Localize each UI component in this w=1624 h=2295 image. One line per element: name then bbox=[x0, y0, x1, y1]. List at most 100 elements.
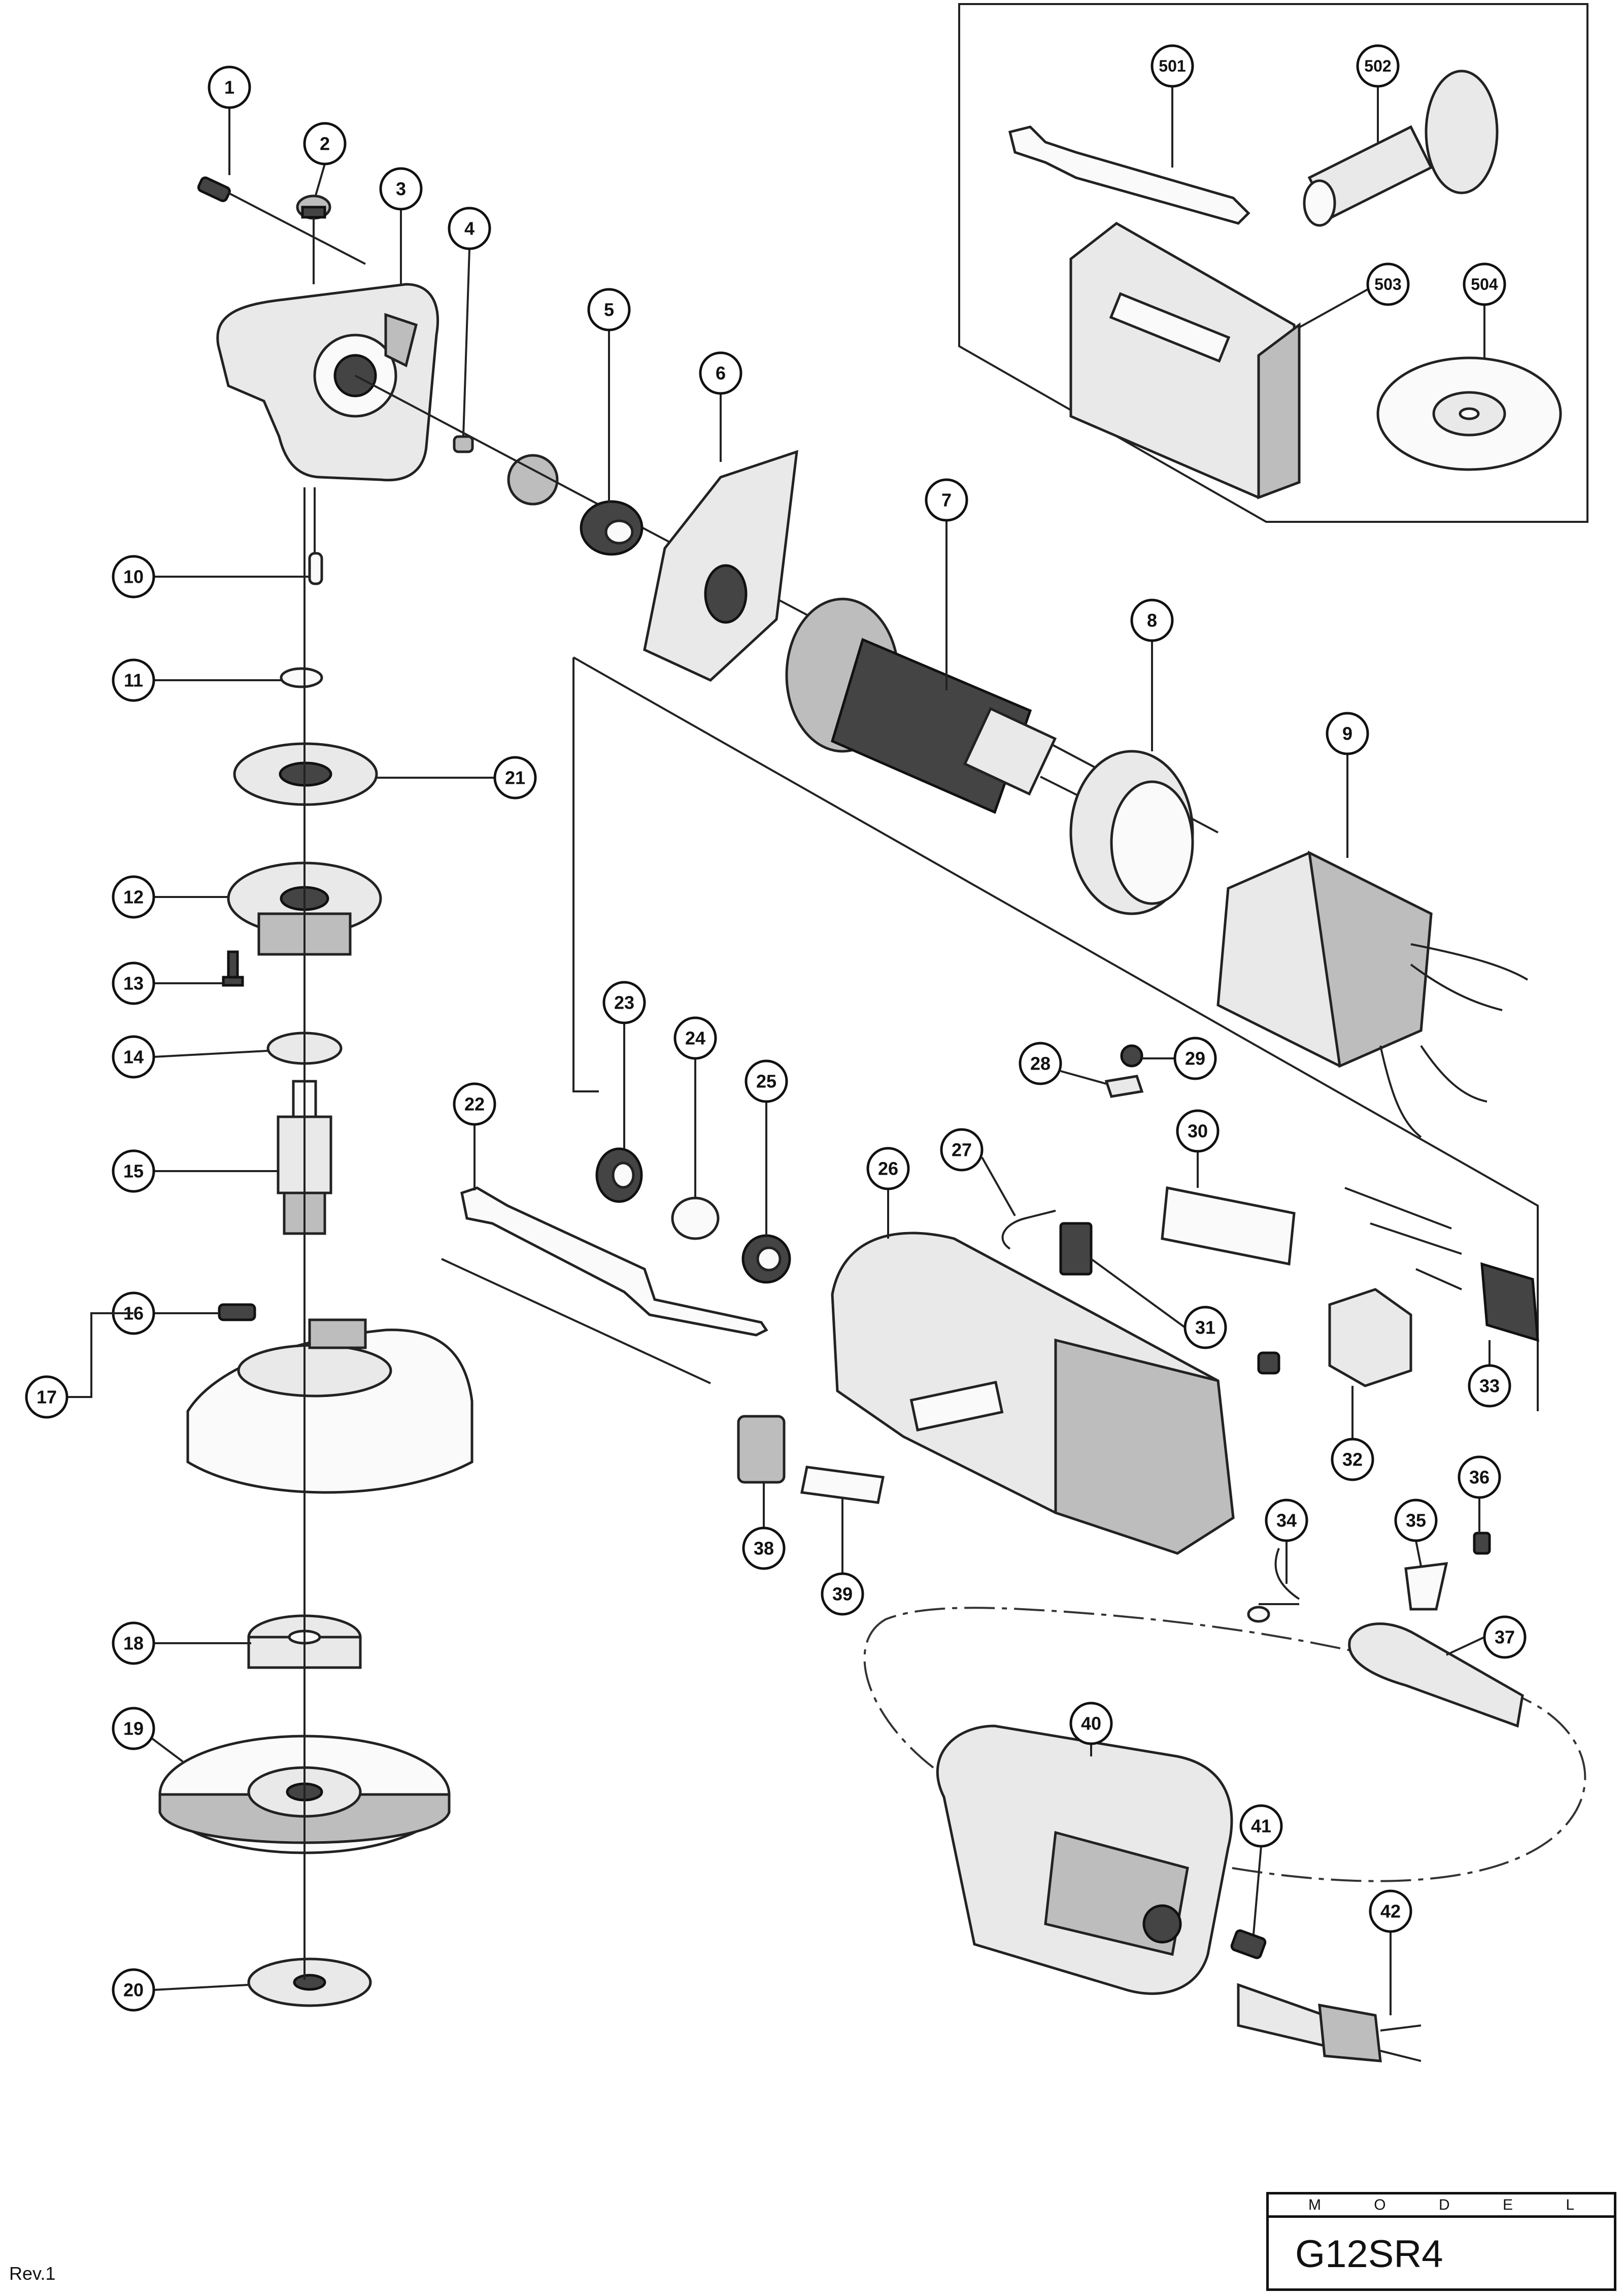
callout-5: 5 bbox=[587, 288, 631, 503]
callout-label-37: 37 bbox=[1495, 1627, 1515, 1648]
part-22-switch-lever bbox=[460, 1186, 768, 1337]
callout-25: 25 bbox=[745, 1059, 788, 1236]
callout-circle-6 bbox=[699, 351, 742, 395]
callout-40: 40 bbox=[1069, 1702, 1113, 1756]
callout-21: 21 bbox=[376, 756, 537, 800]
callout-22: 22 bbox=[453, 1082, 496, 1190]
callout-leader-14 bbox=[153, 1050, 268, 1058]
part-13-screw bbox=[222, 950, 244, 987]
part-21-gear-set bbox=[233, 454, 559, 806]
part-30-label bbox=[1161, 1186, 1296, 1266]
callout-circle-20 bbox=[112, 1968, 155, 2012]
callout-label-27: 27 bbox=[952, 1140, 972, 1160]
callout-label-23: 23 bbox=[614, 992, 634, 1013]
callout-39: 39 bbox=[821, 1498, 864, 1616]
callout-circle-32 bbox=[1331, 1438, 1374, 1481]
callout-circle-37 bbox=[1483, 1615, 1527, 1659]
callout-circle-40 bbox=[1069, 1702, 1113, 1745]
callout-circle-7 bbox=[925, 478, 968, 522]
callout-41: 41 bbox=[1239, 1804, 1283, 1935]
callout-9: 9 bbox=[1326, 712, 1369, 858]
callout-circle-28 bbox=[1019, 1042, 1062, 1085]
part-38-pad bbox=[737, 1415, 786, 1484]
callout-label-35: 35 bbox=[1406, 1510, 1426, 1531]
callout-38: 38 bbox=[742, 1482, 786, 1570]
callout-503: 503 bbox=[1299, 262, 1410, 328]
callout-leader-19 bbox=[151, 1738, 184, 1762]
callout-circle-501 bbox=[1151, 44, 1194, 88]
callout-label-25: 25 bbox=[756, 1071, 776, 1092]
callout-circle-2 bbox=[303, 122, 347, 165]
callout-leader-20 bbox=[153, 1984, 249, 1991]
callout-14: 14 bbox=[112, 1035, 268, 1079]
callout-leader-4 bbox=[462, 248, 470, 436]
part-24-rubber-bushing bbox=[671, 1196, 720, 1240]
callout-28: 28 bbox=[1019, 1042, 1107, 1085]
assembly-line-left bbox=[441, 656, 1539, 1411]
revision-label: Rev.1 bbox=[9, 2263, 56, 2284]
part-5-ball-bearing bbox=[580, 500, 644, 556]
callout-circle-14 bbox=[112, 1035, 155, 1079]
part-40-tail-cover bbox=[936, 1724, 1233, 1995]
part-39-label bbox=[800, 1466, 885, 1504]
model-number: G12SR4 bbox=[1295, 2233, 1443, 2276]
part-23-ball-bearing bbox=[595, 1147, 643, 1203]
callout-circle-27 bbox=[940, 1128, 984, 1172]
callout-11: 11 bbox=[112, 658, 282, 702]
callout-6: 6 bbox=[699, 351, 742, 462]
model-box: M O D E L G12SR4 bbox=[1266, 2192, 1616, 2291]
callout-label-6: 6 bbox=[716, 363, 726, 384]
part-6-fan-guide bbox=[643, 450, 798, 682]
callout-circle-33 bbox=[1468, 1364, 1511, 1408]
callout-circle-41 bbox=[1239, 1804, 1283, 1848]
callout-label-28: 28 bbox=[1030, 1053, 1051, 1074]
callout-12: 12 bbox=[112, 875, 228, 919]
callout-label-4: 4 bbox=[464, 218, 475, 239]
callout-label-12: 12 bbox=[123, 887, 144, 908]
callout-label-22: 22 bbox=[464, 1094, 485, 1115]
callout-label-13: 13 bbox=[123, 973, 144, 994]
part-8-baffle-plate bbox=[1069, 750, 1194, 915]
callout-502: 502 bbox=[1356, 44, 1400, 142]
part-26-housing bbox=[831, 1232, 1235, 1555]
callout-27: 27 bbox=[940, 1128, 1016, 1216]
callout-label-30: 30 bbox=[1188, 1121, 1208, 1142]
callout-circle-35 bbox=[1394, 1499, 1438, 1542]
callout-36: 36 bbox=[1458, 1455, 1501, 1533]
part-4-bush bbox=[453, 435, 474, 453]
part-7-armature bbox=[785, 597, 1081, 814]
callout-label-501: 501 bbox=[1159, 57, 1186, 75]
callout-31: 31 bbox=[1090, 1258, 1227, 1349]
callout-18: 18 bbox=[112, 1621, 251, 1665]
callout-4: 4 bbox=[448, 207, 491, 436]
callout-leader-28 bbox=[1060, 1070, 1107, 1085]
part-502-side-handle bbox=[1303, 70, 1499, 227]
callout-circle-15 bbox=[112, 1149, 155, 1193]
part-25-bearing-cover bbox=[741, 1234, 791, 1284]
callout-label-8: 8 bbox=[1147, 610, 1157, 631]
callout-label-502: 502 bbox=[1364, 57, 1391, 75]
callout-leader-27 bbox=[981, 1157, 1016, 1216]
callout-3: 3 bbox=[379, 167, 423, 284]
callout-label-1: 1 bbox=[224, 77, 234, 98]
callout-circle-19 bbox=[112, 1707, 155, 1750]
callout-29: 29 bbox=[1142, 1037, 1217, 1080]
callout-label-20: 20 bbox=[123, 1980, 144, 2001]
callout-42: 42 bbox=[1369, 1889, 1412, 2015]
callout-circle-5 bbox=[587, 288, 631, 331]
callout-10: 10 bbox=[112, 555, 310, 598]
part-10-pin bbox=[308, 487, 323, 585]
callout-501: 501 bbox=[1151, 44, 1194, 168]
callout-label-42: 42 bbox=[1380, 1901, 1401, 1922]
callout-label-503: 503 bbox=[1374, 275, 1401, 293]
callout-20: 20 bbox=[112, 1968, 249, 2012]
callout-19: 19 bbox=[112, 1707, 184, 1762]
callout-13: 13 bbox=[112, 961, 223, 1005]
callout-24: 24 bbox=[673, 1016, 717, 1198]
callout-circle-504 bbox=[1463, 262, 1506, 306]
part-36-screw bbox=[1473, 1532, 1491, 1555]
callout-circle-17 bbox=[25, 1375, 69, 1419]
callout-circle-25 bbox=[745, 1059, 788, 1103]
callout-layer: 1234567891011121314151617181920212223242… bbox=[25, 44, 1527, 2015]
